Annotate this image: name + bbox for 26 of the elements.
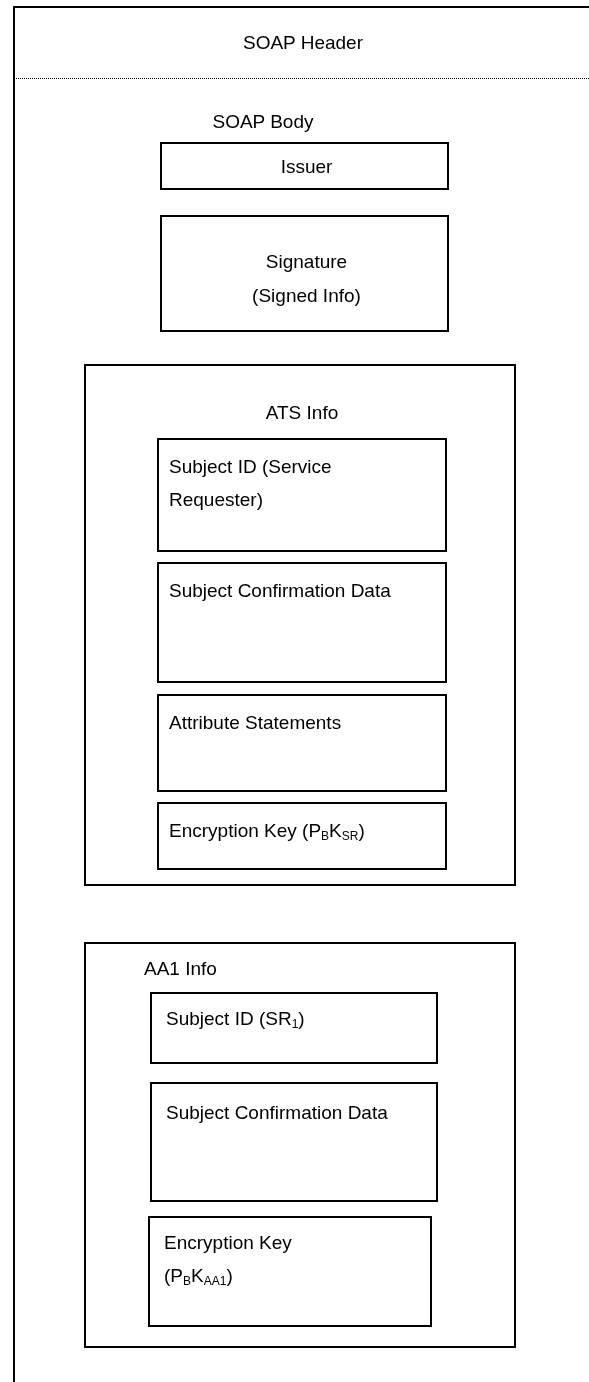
- element-box: [157, 802, 447, 870]
- box-title: Subject Confirmation Data: [169, 579, 392, 603]
- box-title: SOAP Header: [241, 31, 365, 55]
- box-title: Subject Confirmation Data: [166, 1101, 389, 1125]
- element-box: [150, 1082, 438, 1202]
- element-box: [157, 694, 447, 792]
- container-box: [84, 942, 516, 1348]
- element-box: [157, 438, 447, 552]
- box-title: Issuer: [279, 155, 334, 179]
- box-title: Subject ID (SR$_{1}$): [166, 1007, 306, 1033]
- element-box: [160, 142, 449, 190]
- element-box: [150, 992, 438, 1064]
- container-box: [84, 364, 516, 886]
- box-title: ATS Info: [264, 401, 340, 425]
- box-title: Attribute Statements: [169, 711, 343, 735]
- box-title: Encryption Key (P$_{B}$K$_{AA1}$): [164, 1231, 293, 1290]
- element-box: [157, 562, 447, 683]
- box-title: SOAP Body: [211, 110, 315, 134]
- box-title: Subject ID (Service Requester): [169, 455, 333, 512]
- box-subtitle: (Signed Info): [251, 284, 362, 308]
- box-title: AA1 Info: [144, 957, 218, 981]
- element-box: [160, 215, 449, 332]
- header-band: [13, 6, 589, 79]
- element-box: [148, 1216, 432, 1327]
- box-title: Encryption Key (P$_{B}$K$_{SR}$): [169, 819, 366, 845]
- box-title: Signature: [264, 250, 349, 274]
